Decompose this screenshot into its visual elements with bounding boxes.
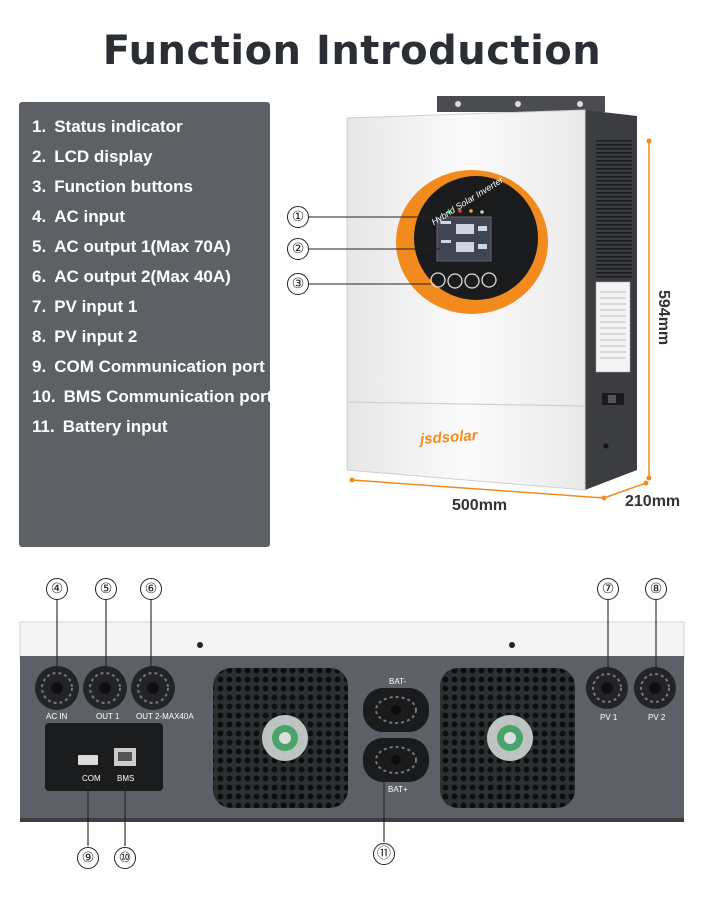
pv1-port: [586, 667, 628, 709]
function-button[interactable]: [447, 273, 463, 289]
bottom-callout-lines: [56, 600, 657, 846]
com-port: [78, 755, 98, 765]
display-bezel: [396, 170, 548, 314]
list-item: 2.LCD display: [32, 147, 153, 166]
callout-1: ①: [287, 206, 309, 228]
com-label: COM: [82, 774, 101, 783]
callout-11: ⑪: [373, 843, 395, 865]
list-item: 7.PV input 1: [32, 297, 138, 316]
out1-port: [83, 666, 127, 710]
callout-6: ⑥: [140, 578, 162, 600]
out2-label: OUT 2-MAX40A: [136, 712, 194, 721]
callout-2: ②: [287, 238, 309, 260]
cooling-fan-left: [213, 668, 348, 808]
bat-pos-label: BAT+: [388, 785, 408, 794]
dimension-lines: [349, 138, 652, 501]
out2-port: [131, 666, 175, 710]
mounting-bracket: [437, 96, 605, 112]
callout-9: ⑨: [77, 847, 99, 869]
list-item: 3.Function buttons: [32, 177, 193, 196]
battery-negative-port: [363, 688, 429, 732]
inverter-side-panel: [585, 110, 637, 490]
function-list: 1.Status indicator 2.LCD display 3.Funct…: [32, 116, 272, 446]
pv1-label: PV 1: [600, 713, 618, 722]
callout-3: ③: [287, 273, 309, 295]
inverter-bottom-view: [19, 621, 685, 822]
function-button[interactable]: [464, 273, 480, 289]
callout-10: ⑩: [114, 847, 136, 869]
pv2-port: [634, 667, 676, 709]
function-button[interactable]: [430, 272, 446, 288]
ac-in-label: AC IN: [46, 712, 68, 721]
list-item: 5.AC output 1(Max 70A): [32, 237, 231, 256]
list-item: 8.PV input 2: [32, 327, 138, 346]
pv2-label: PV 2: [648, 713, 666, 722]
depth-dimension: 210mm: [625, 493, 681, 510]
function-button[interactable]: [481, 272, 497, 288]
list-item: 6.AC output 2(Max 40A): [32, 267, 231, 286]
callout-5: ⑤: [95, 578, 117, 600]
callout-4: ④: [46, 578, 68, 600]
list-item: 1.Status indicator: [32, 117, 183, 136]
list-item: 4.AC input: [32, 207, 126, 226]
height-dimension: 594mm: [655, 290, 672, 346]
function-list-panel: [19, 102, 270, 547]
bms-label: BMS: [117, 774, 135, 783]
callout-7: ⑦: [597, 578, 619, 600]
out1-label: OUT 1: [96, 712, 120, 721]
battery-positive-port: [363, 738, 429, 782]
page-title: Function Introduction: [102, 28, 602, 74]
list-item: 10.BMS Communication port: [32, 387, 273, 406]
cooling-fan-right: [440, 668, 575, 808]
callout-8: ⑧: [645, 578, 667, 600]
width-dimension: 500mm: [452, 497, 508, 514]
list-item: 11.Battery input: [32, 417, 168, 436]
ac-in-port: [35, 666, 79, 710]
bat-neg-label: BAT-: [389, 677, 407, 686]
list-item: 9.COM Communication port: [32, 357, 265, 376]
